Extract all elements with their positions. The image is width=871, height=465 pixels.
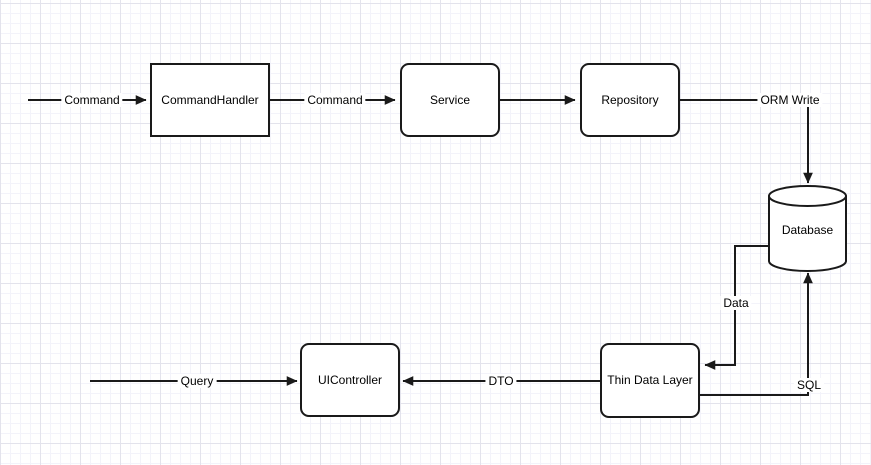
node-repository-label: Repository: [601, 92, 659, 107]
node-database-label: Database: [769, 215, 846, 245]
node-ui-controller[interactable]: UIController: [300, 343, 400, 417]
database-label-text: Database: [781, 223, 834, 237]
node-command-handler-label: CommandHandler: [161, 92, 259, 107]
node-service-label: Service: [429, 92, 470, 107]
node-service[interactable]: Service: [400, 63, 500, 137]
node-command-handler[interactable]: CommandHandler: [150, 63, 270, 137]
edge-label-orm-write[interactable]: ORM Write: [757, 93, 823, 107]
edge-label-data[interactable]: Data: [720, 296, 752, 310]
edge-thindatalayer-to-database[interactable]: [700, 272, 813, 396]
database-cylinder-body[interactable]: [768, 185, 847, 272]
edge-label-command-mid[interactable]: Command: [304, 93, 366, 107]
node-thin-data-layer[interactable]: Thin Data Layer: [600, 343, 700, 418]
edge-label-dto[interactable]: DTO: [485, 374, 517, 388]
edge-label-command-in[interactable]: Command: [61, 93, 123, 107]
edge-label-query[interactable]: Query: [177, 374, 217, 388]
node-database[interactable]: [768, 185, 847, 272]
edge-repository-to-database[interactable]: [680, 99, 813, 184]
database-cylinder-top-rim: [768, 195, 847, 207]
edge-label-sql[interactable]: SQL: [793, 378, 825, 392]
node-repository[interactable]: Repository: [580, 63, 680, 137]
node-ui-controller-label: UIController: [317, 372, 383, 387]
node-thin-data-layer-label: Thin Data Layer: [607, 373, 693, 388]
